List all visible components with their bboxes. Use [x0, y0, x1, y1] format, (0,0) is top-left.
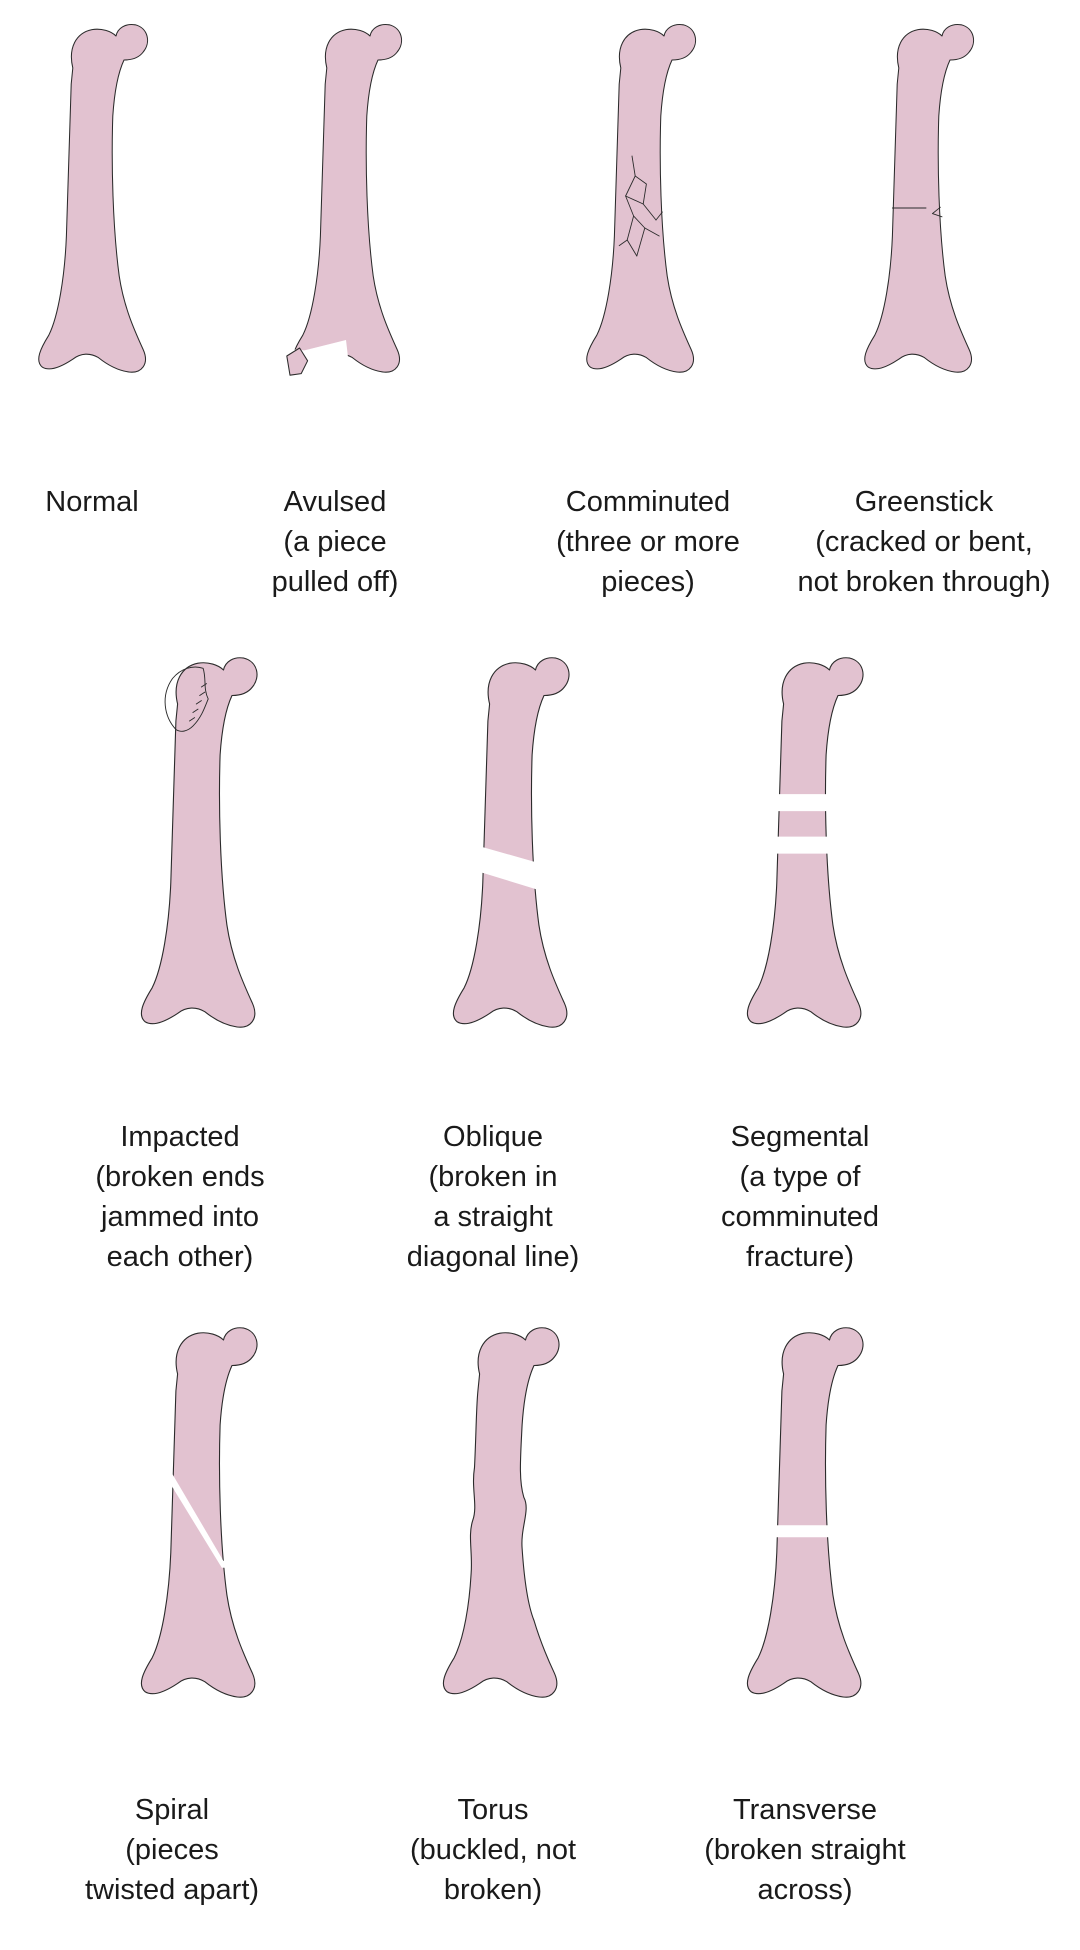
caption-line: (a type of [739, 1161, 861, 1193]
bone-oblique-top [452, 657, 570, 866]
caption-line: across) [757, 1874, 853, 1906]
caption-line: twisted apart) [84, 1874, 260, 1906]
crack-1 [625, 155, 638, 257]
transverse-bone [746, 1327, 864, 1698]
bone-segmental-top [778, 657, 864, 795]
normal-bone [38, 23, 149, 373]
caption-spiral: Spiral (pieces twisted apart) [85, 1790, 259, 1910]
greenstick-bone [864, 23, 975, 373]
caption-impacted: Impacted (broken ends jammed into each othe… [95, 1117, 264, 1277]
caption-normal: Normal [45, 482, 138, 522]
caption-line: Comminuted [565, 486, 731, 518]
bone-avulsed-main [292, 23, 403, 373]
caption-line: diagonal line) [406, 1241, 580, 1273]
caption-line: Normal [45, 486, 139, 518]
caption-line: (buckled, not [409, 1834, 577, 1866]
caption-line: fracture) [746, 1241, 854, 1273]
bone-transverse-top [777, 1327, 864, 1526]
caption-line: Torus [457, 1794, 529, 1826]
caption-line: Spiral [134, 1794, 210, 1826]
caption-line: (broken in [428, 1161, 558, 1193]
bone-comminuted [586, 23, 697, 373]
bone-oblique-bottom [452, 869, 570, 1028]
crack-6 [618, 239, 628, 247]
crack-2 [634, 175, 657, 221]
caption-transverse: Transverse (broken straight across) [704, 1790, 906, 1910]
comminuted-bone [586, 23, 697, 373]
caption-line: Avulsed [283, 486, 387, 518]
crack-5 [644, 227, 660, 237]
caption-line: Impacted [120, 1121, 240, 1153]
caption-line: pulled off) [271, 566, 399, 598]
caption-line: Oblique [443, 1121, 543, 1153]
impacted-head [164, 666, 209, 732]
caption-line: (cracked or bent, [815, 526, 1033, 558]
bone-greenstick [864, 23, 975, 373]
bone-transverse-bottom [746, 1537, 862, 1698]
spiral-bone [140, 1327, 258, 1698]
caption-line: (broken ends [95, 1161, 265, 1193]
caption-line: a straight [433, 1201, 553, 1233]
caption-avulsed: Avulsed (a piece pulled off) [272, 482, 399, 602]
caption-line: each other) [106, 1241, 254, 1273]
crack-3 [625, 195, 644, 205]
oblique-bone [452, 657, 570, 1028]
caption-line: not broken through) [797, 566, 1051, 598]
caption-line: jammed into [101, 1201, 259, 1233]
bone-impacted [140, 657, 258, 1028]
bone-avulsed-fragment [286, 347, 309, 376]
caption-line: (broken straight [704, 1834, 906, 1866]
caption-greenstick: Greenstick (cracked or bent, not broken th… [797, 482, 1050, 602]
bone-spiral-top [140, 1327, 258, 1562]
caption-line: pieces) [601, 566, 695, 598]
caption-line: (three or more [556, 526, 740, 558]
caption-line: (pieces [125, 1834, 219, 1866]
caption-line: Transverse [733, 1794, 877, 1826]
caption-line: Greenstick [854, 486, 994, 518]
caption-torus: Torus (buckled, not broken) [410, 1790, 576, 1910]
torus-bone [442, 1327, 560, 1698]
caption-line: (a piece [283, 526, 387, 558]
caption-comminuted: Comminuted (three or more pieces) [556, 482, 740, 602]
avulsed-bone [286, 23, 403, 376]
bone-segmental-middle [777, 811, 827, 837]
segmental-bone [746, 657, 864, 1028]
crack-7 [655, 211, 663, 221]
caption-segmental: Segmental (a type of comminuted fracture) [721, 1117, 879, 1277]
bone-segmental-bottom [746, 853, 862, 1028]
impacted-bone [140, 657, 258, 1028]
caption-line: comminuted [721, 1201, 879, 1233]
bone-torus [442, 1327, 560, 1698]
caption-oblique: Oblique (broken in a straight diagonal line… [407, 1117, 580, 1277]
caption-line: Segmental [730, 1121, 870, 1153]
impacted-hatch [189, 683, 207, 722]
crack-greenstick-2 [931, 206, 943, 218]
caption-line: broken) [443, 1874, 543, 1906]
bone-normal [38, 23, 149, 373]
